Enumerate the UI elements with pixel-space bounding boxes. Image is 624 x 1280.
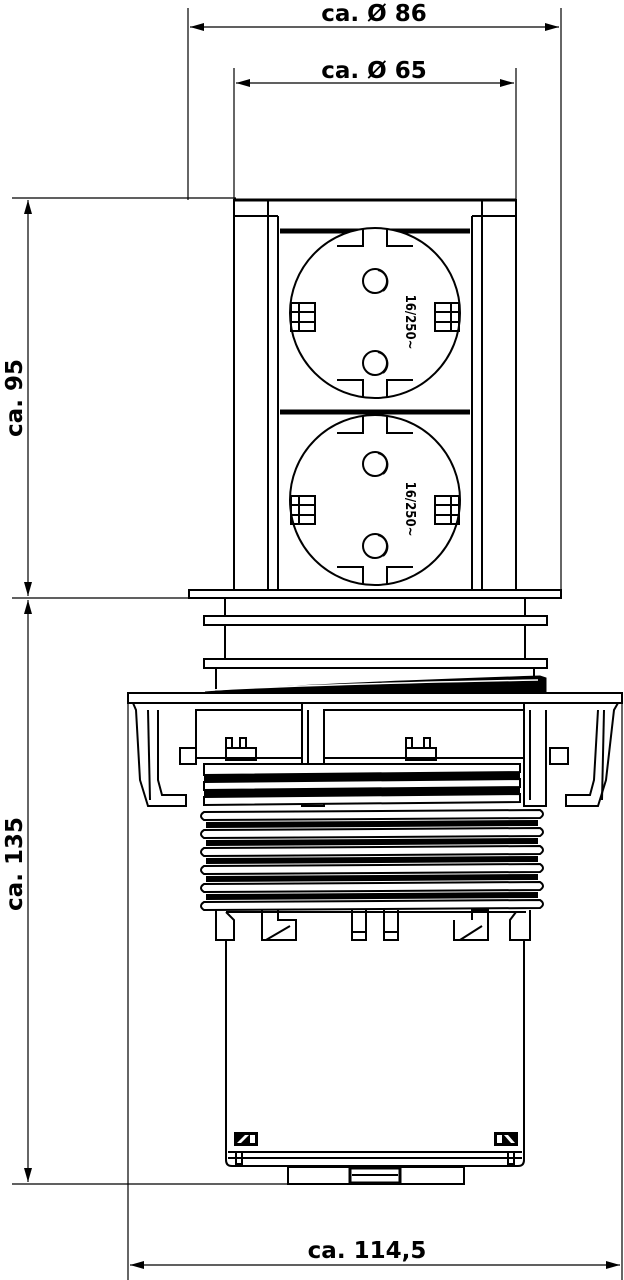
dimension-lower-height: ca. 135 — [2, 600, 290, 1185]
earth-clip-left — [290, 302, 316, 332]
earth-clip-right — [434, 302, 460, 332]
dimension-label-outer-diameter: ca. Ø 86 — [321, 1, 426, 27]
dimension-label-upper-height: ca. 95 — [2, 359, 28, 437]
dimension-top-outer: ca. Ø 86 — [187, 1, 562, 592]
socket-rating-label: 16/250~ — [402, 295, 417, 350]
earth-clip-right — [434, 495, 460, 525]
dimension-bottom-width: ca. 114,5 — [127, 700, 623, 1280]
thread-ridges — [200, 763, 544, 912]
dimension-label-bottom-width: ca. 114,5 — [308, 1238, 427, 1264]
latch-left — [234, 1132, 258, 1146]
dimension-label-inner-diameter: ca. Ø 65 — [321, 58, 426, 84]
socket-rating-label: 16/250~ — [402, 482, 417, 537]
clamp-ring — [127, 692, 623, 807]
schuko-socket-1: 16/250~ — [289, 227, 461, 399]
lower-housing — [225, 940, 525, 1185]
earth-clip-left — [290, 495, 316, 525]
dimension-upper-height: ca. 95 — [2, 197, 236, 599]
threaded-body — [200, 763, 544, 941]
dimension-top-inner: ca. Ø 65 — [233, 58, 517, 200]
top-flange — [188, 589, 562, 693]
latch-right — [494, 1132, 518, 1146]
locking-teeth — [215, 909, 531, 941]
schuko-socket-2: 16/250~ — [289, 414, 461, 586]
dimension-label-lower-height: ca. 135 — [2, 817, 28, 911]
